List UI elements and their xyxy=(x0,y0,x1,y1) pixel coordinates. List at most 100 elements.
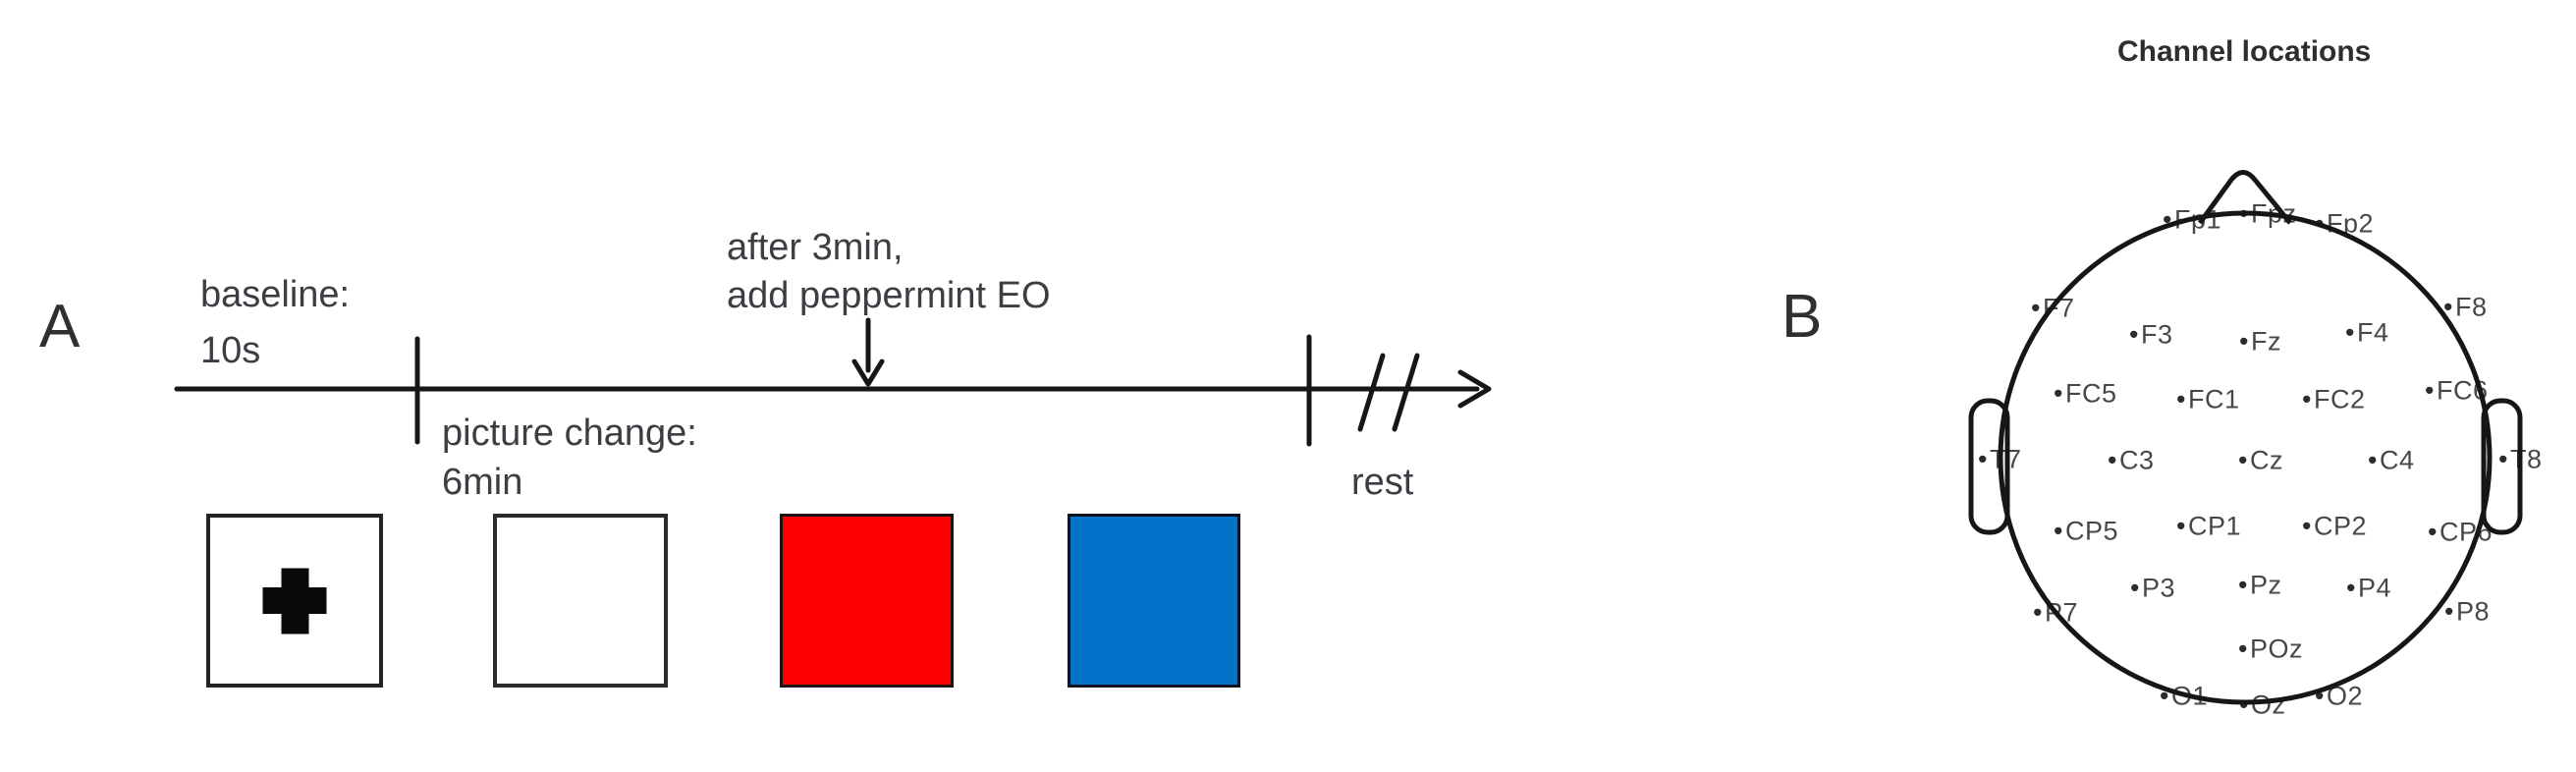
picture-change-note: picture change: 6min xyxy=(442,409,697,507)
electrode-dot: • xyxy=(2346,573,2356,603)
electrode-label: P3 xyxy=(2141,573,2175,603)
red-card xyxy=(780,514,954,688)
baseline-note-line1: baseline: xyxy=(200,274,351,315)
timeline-arrowhead-icon xyxy=(1457,369,1492,409)
electrode-dot: • xyxy=(2160,681,2169,711)
electrode-dot: • xyxy=(2345,317,2355,348)
electrode-f7: •F7 xyxy=(2031,294,2074,324)
axis-break-slash-1 xyxy=(1357,353,1386,432)
electrode-cp5: •CP5 xyxy=(2054,517,2118,547)
rest-label: rest xyxy=(1351,462,1414,503)
peppermint-note-line1: after 3min, xyxy=(727,227,904,268)
electrode-dot: • xyxy=(2031,293,2041,323)
electrode-cp6: •CP6 xyxy=(2428,518,2493,548)
electrode-p8: •P8 xyxy=(2444,597,2490,628)
electrode-label: C3 xyxy=(2118,445,2155,475)
electrode-f8: •F8 xyxy=(2443,293,2487,323)
electrode-dot: • xyxy=(2239,198,2249,229)
electrode-fp2: •Fp2 xyxy=(2315,209,2374,240)
panel-b-label: B xyxy=(1781,283,1823,351)
electrode-label: C4 xyxy=(2379,445,2415,475)
electrode-p3: •P3 xyxy=(2130,574,2175,604)
electrode-label: Fpz xyxy=(2250,198,2297,229)
electrode-c3: •C3 xyxy=(2108,446,2154,476)
electrode-dot: • xyxy=(2238,445,2248,475)
electrode-label: P7 xyxy=(2044,597,2078,628)
electrode-dot: • xyxy=(2368,445,2378,475)
electrode-p4: •P4 xyxy=(2346,574,2391,604)
electrode-fc6: •FC6 xyxy=(2425,376,2488,407)
electrode-dot: • xyxy=(2239,689,2249,720)
electrode-label: F3 xyxy=(2140,319,2173,350)
electrode-label: F7 xyxy=(2042,293,2075,323)
electrode-t7: •T7 xyxy=(1978,445,2021,475)
electrode-cp2: •CP2 xyxy=(2302,512,2367,542)
electrode-label: O1 xyxy=(2170,681,2208,711)
electrode-label: FC5 xyxy=(2064,378,2117,409)
electrode-c4: •C4 xyxy=(2368,446,2414,476)
electrode-o1: •O1 xyxy=(2160,682,2208,712)
electrode-poz: •POz xyxy=(2238,634,2303,665)
electrode-dot: • xyxy=(2054,378,2063,409)
electrode-label: T8 xyxy=(2509,444,2543,474)
electrode-fp1: •Fp1 xyxy=(2163,205,2221,236)
electrode-label: POz xyxy=(2249,634,2303,664)
timeline-group xyxy=(174,317,1492,447)
fixation-cross-icon xyxy=(262,568,327,634)
electrode-dot: • xyxy=(2054,516,2063,546)
electrode-dot: • xyxy=(2238,570,2248,600)
baseline-note-line2: 10s xyxy=(200,330,261,371)
baseline-note: baseline: 10s xyxy=(200,267,350,379)
electrode-label: Oz xyxy=(2250,689,2286,720)
fixation-card xyxy=(206,514,383,688)
electrode-label: F8 xyxy=(2454,292,2488,322)
electrode-dot: • xyxy=(2315,681,2325,711)
electrode-dot: • xyxy=(2176,384,2186,414)
electrode-o2: •O2 xyxy=(2315,682,2363,712)
electrode-label: Fz xyxy=(2250,326,2281,357)
electrode-dot: • xyxy=(2302,511,2312,541)
electrode-dot: • xyxy=(2443,292,2453,322)
electrode-label: CP1 xyxy=(2187,511,2241,541)
electrode-fpz: •Fpz xyxy=(2239,199,2296,230)
electrode-fc5: •FC5 xyxy=(2054,379,2116,410)
electrode-dot: • xyxy=(2033,597,2043,628)
electrode-label: FC1 xyxy=(2187,384,2240,414)
electrode-cz: •Cz xyxy=(2238,446,2283,476)
electrode-oz: •Oz xyxy=(2239,690,2285,721)
electrode-label: FC2 xyxy=(2313,384,2366,414)
electrode-dot: • xyxy=(2315,208,2325,239)
electrode-pz: •Pz xyxy=(2238,571,2281,601)
peppermint-note: after 3min, add peppermint EO xyxy=(727,224,1051,320)
electrode-dot: • xyxy=(2108,445,2117,475)
electrode-label: P8 xyxy=(2455,596,2490,627)
electrode-dot: • xyxy=(2444,596,2454,627)
electrode-label: F4 xyxy=(2356,317,2389,348)
blue-card xyxy=(1068,514,1240,688)
electrode-label: CP2 xyxy=(2313,511,2367,541)
electrode-f3: •F3 xyxy=(2129,320,2172,351)
electrode-label: CP6 xyxy=(2439,517,2493,547)
electrode-dot: • xyxy=(2428,517,2438,547)
electrode-label: T7 xyxy=(1989,444,2022,474)
panel-a-label: A xyxy=(39,293,81,360)
electrode-dot: • xyxy=(2239,326,2249,357)
electrode-t8: •T8 xyxy=(2498,445,2542,475)
peppermint-note-line2: add peppermint EO xyxy=(727,275,1051,316)
blank-card xyxy=(493,514,668,688)
electrode-label: Fp2 xyxy=(2326,208,2374,239)
electrode-fc2: •FC2 xyxy=(2302,385,2365,415)
electrode-dot: • xyxy=(1978,444,1988,474)
axis-break-slash-2 xyxy=(1392,353,1420,432)
picture-change-note-line1: picture change: xyxy=(442,413,697,454)
electrode-p7: •P7 xyxy=(2033,598,2078,629)
electrode-f4: •F4 xyxy=(2345,318,2388,349)
picture-change-note-line2: 6min xyxy=(442,462,523,503)
electrode-dot: • xyxy=(2130,573,2140,603)
electrode-dot: • xyxy=(2302,384,2312,414)
peppermint-arrowhead-icon xyxy=(851,358,885,387)
electrode-label: Cz xyxy=(2249,445,2283,475)
electrode-dot: • xyxy=(2238,634,2248,664)
electrode-cp1: •CP1 xyxy=(2176,512,2241,542)
